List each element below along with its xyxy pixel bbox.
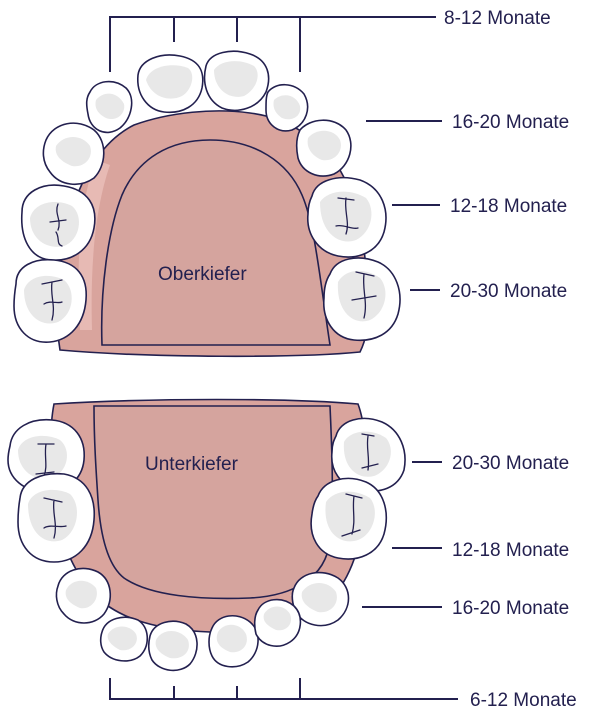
lower-lateral-incisor-right xyxy=(255,600,301,647)
upper-incisors-label: 8-12 Monate xyxy=(444,8,551,29)
upper-first-molar-right xyxy=(308,178,386,257)
upper-central-incisor-right xyxy=(205,51,269,110)
upper-first-molars-label: 12-18 Monate xyxy=(450,196,567,217)
upper-lateral-incisor-left xyxy=(87,82,132,133)
upper-central-incisor-left xyxy=(138,55,203,112)
upper-canine-left xyxy=(43,123,103,184)
lower-jaw-label: Unterkiefer xyxy=(145,454,239,475)
upper-second-molars-label: 20-30 Monate xyxy=(450,281,567,302)
lower-canines-label: 16-20 Monate xyxy=(452,598,569,619)
lower-first-molar-right xyxy=(311,478,386,559)
lower-canine-left xyxy=(56,568,110,623)
lower-incisors-label: 6-12 Monate xyxy=(470,690,577,711)
upper-second-molar-right xyxy=(324,258,400,340)
upper-lateral-incisor-right xyxy=(266,85,308,131)
lower-incisor-bracket xyxy=(110,678,458,699)
lower-lateral-incisor-left xyxy=(101,617,148,661)
upper-first-molar-left xyxy=(22,185,95,260)
lower-first-molars-label: 12-18 Monate xyxy=(452,540,569,561)
upper-canine-right xyxy=(297,120,351,176)
upper-jaw-label: Oberkiefer xyxy=(158,264,247,285)
lower-central-incisor-left xyxy=(149,621,197,670)
lower-floor xyxy=(94,406,332,598)
upper-canines-label: 16-20 Monate xyxy=(452,112,569,133)
lower-central-incisor-right xyxy=(209,616,258,667)
lower-second-molars-label: 20-30 Monate xyxy=(452,453,569,474)
lower-first-molar-left xyxy=(18,474,94,562)
lower-jaw: 20-30 Monate 12-18 Monate 16-20 Monate 6… xyxy=(8,400,577,712)
upper-jaw: 8-12 Monate 16-20 Monate 12-18 Monate 20… xyxy=(14,8,569,356)
